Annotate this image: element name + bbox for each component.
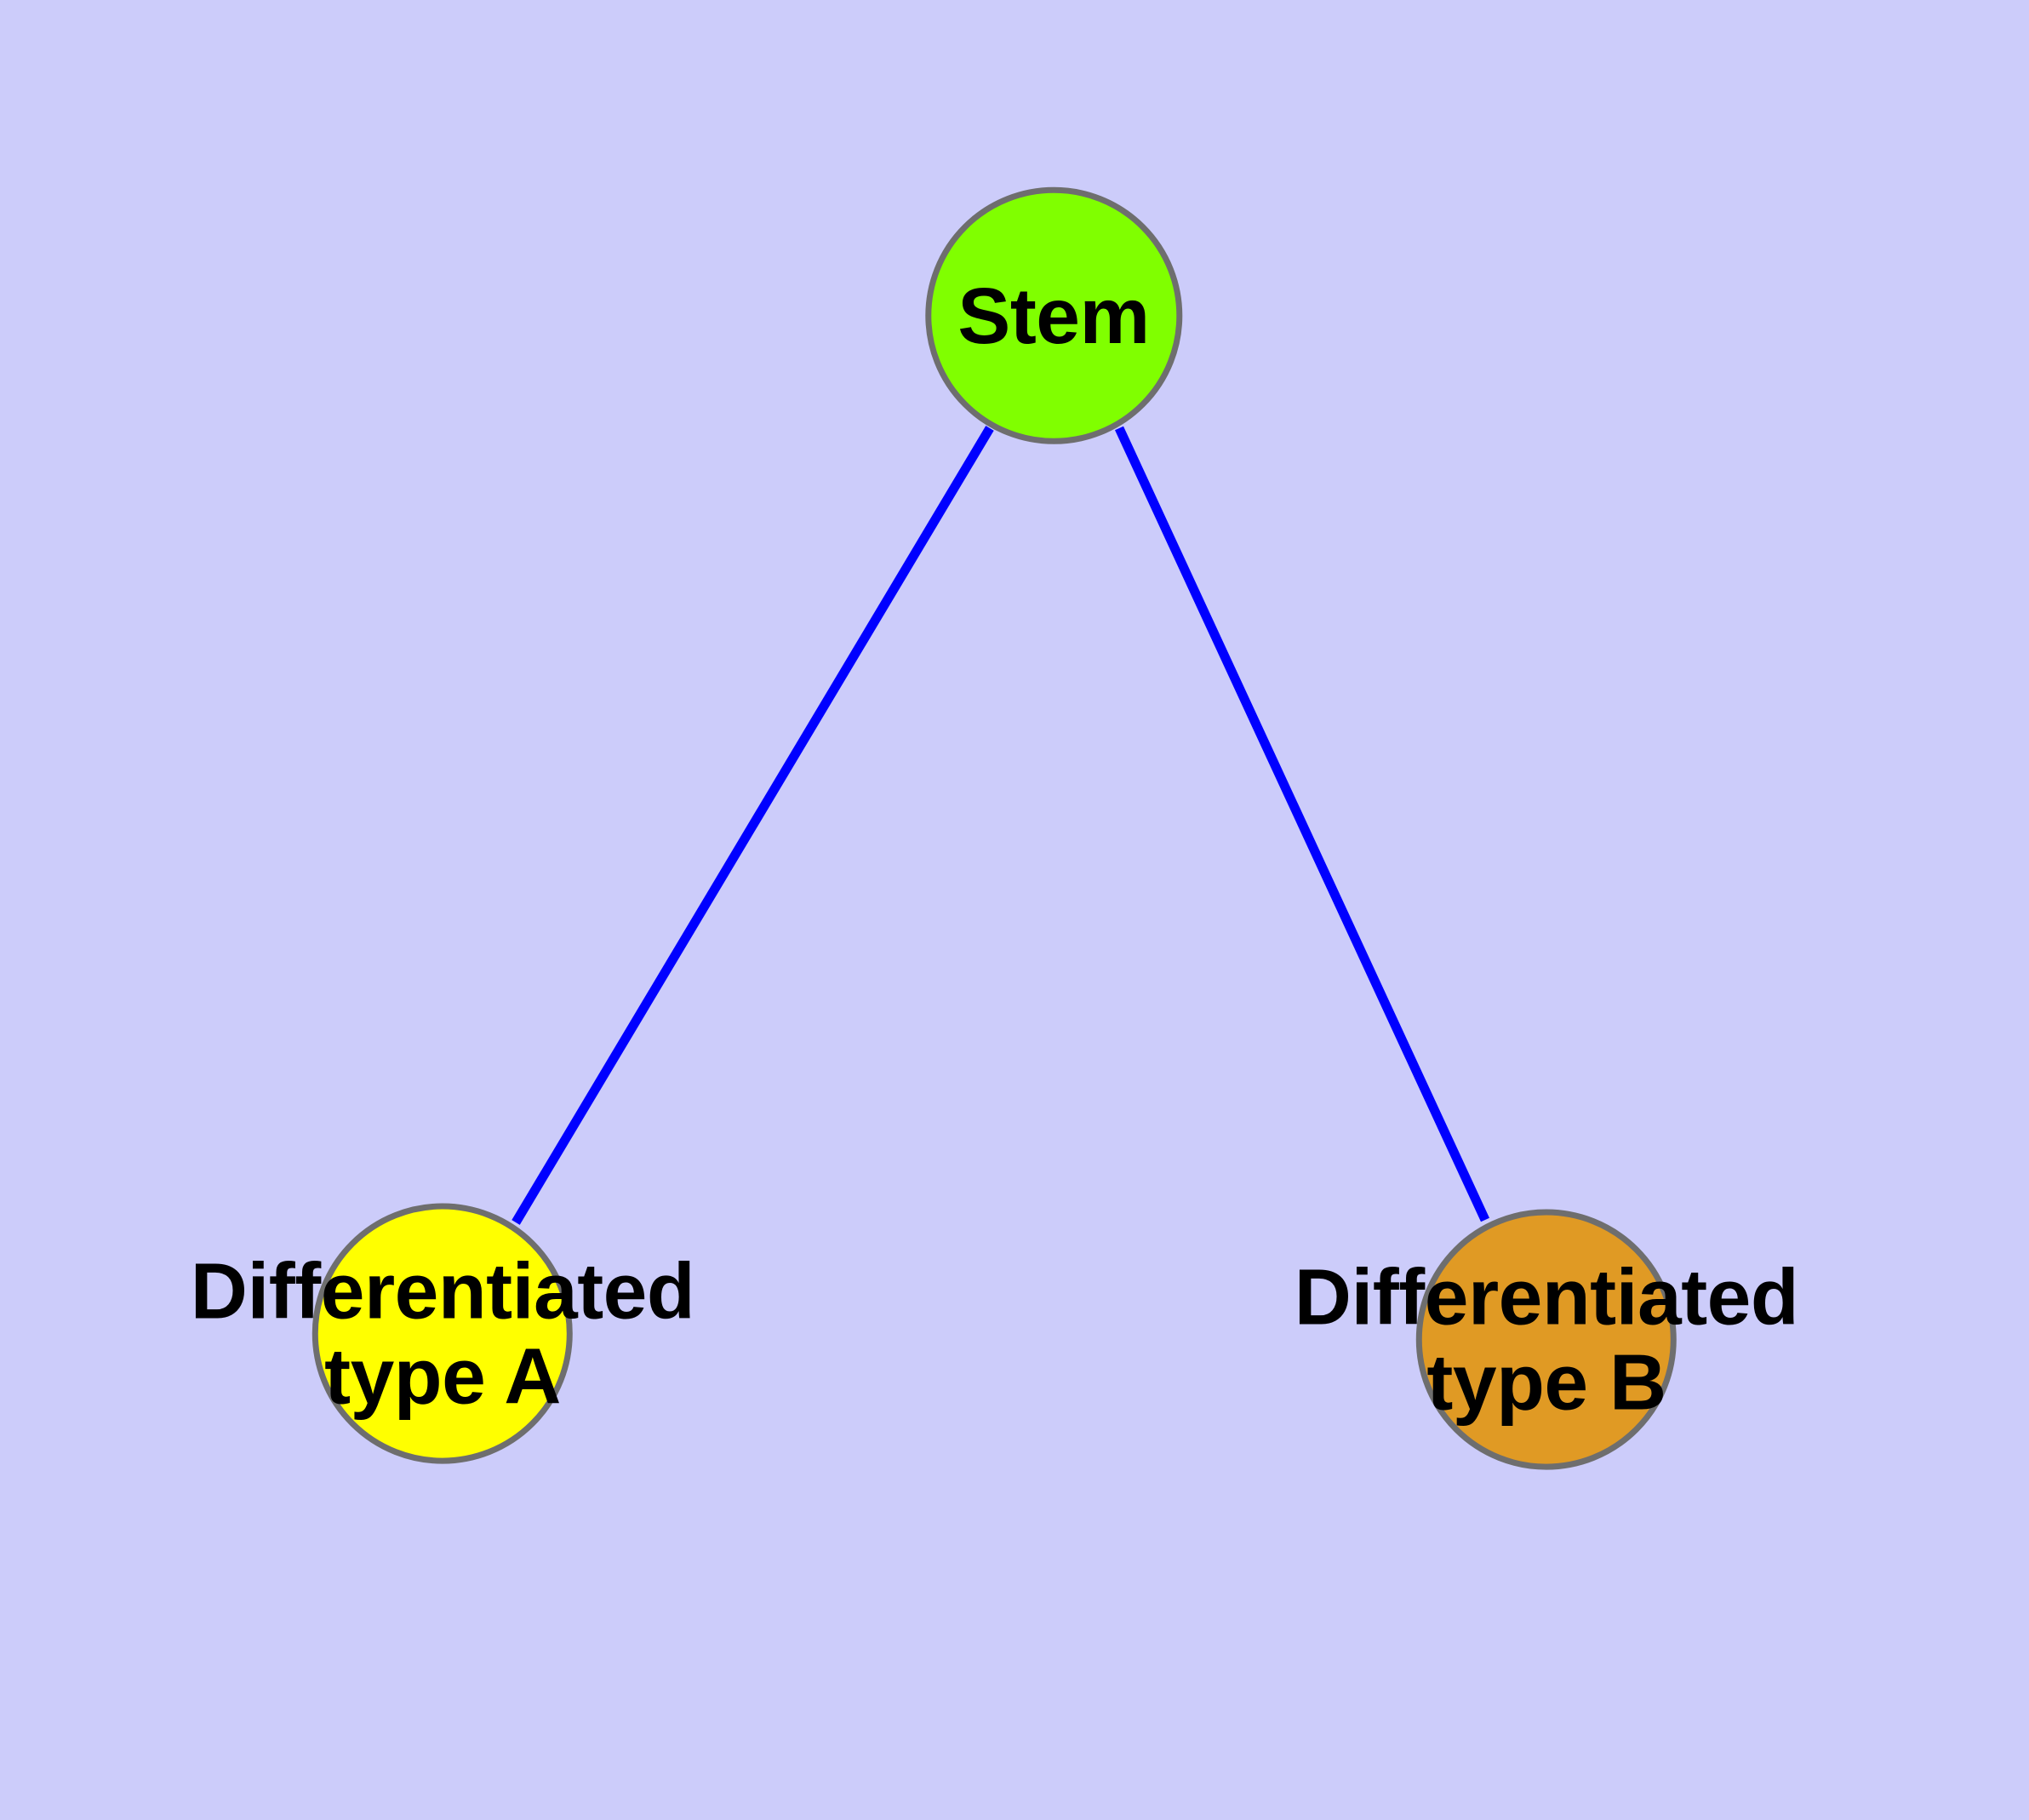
node-differentiated-type-b[interactable]: Differentiated type B: [1294, 1210, 1799, 1470]
edge-stem-to-diff-a: [512, 426, 994, 1225]
node-differentiated-type-a-circle: [311, 1204, 573, 1464]
node-differentiated-type-b-label: Differentiated type B: [1294, 1252, 1799, 1427]
node-differentiated-type-b-circle: [1415, 1210, 1677, 1470]
node-stem[interactable]: Stem: [924, 187, 1182, 444]
edge-stem-to-diff-b: [1115, 426, 1489, 1222]
node-stem-circle: [924, 187, 1182, 444]
node-stem-label: Stem: [957, 271, 1150, 360]
node-differentiated-type-a-label: Differentiated type A: [190, 1246, 695, 1421]
edge-group: [512, 426, 1489, 1225]
node-differentiated-type-a[interactable]: Differentiated type A: [190, 1204, 695, 1464]
